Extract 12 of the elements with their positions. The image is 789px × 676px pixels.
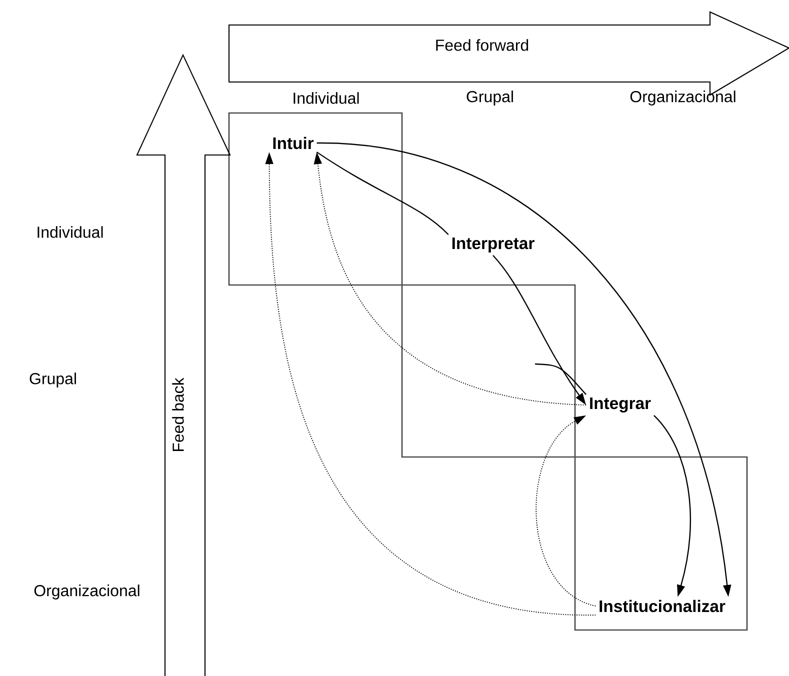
stage-label: Institucionalizar [600, 600, 726, 612]
stage-label: Intuir [273, 136, 314, 150]
axis-label: Individual [294, 92, 359, 104]
axis-label: Grupal [466, 90, 513, 106]
arrow-label: Feed back [172, 378, 184, 452]
stage-label: Interpretar [452, 238, 534, 252]
stage-label: Integrar [590, 398, 651, 412]
axis-label: Individual [38, 226, 103, 238]
axis-label: Organizacional [630, 90, 736, 106]
axis-label: Organizacional [34, 584, 140, 600]
arrow-label: Feed forward [436, 39, 528, 51]
axis-label: Grupal [30, 372, 76, 388]
